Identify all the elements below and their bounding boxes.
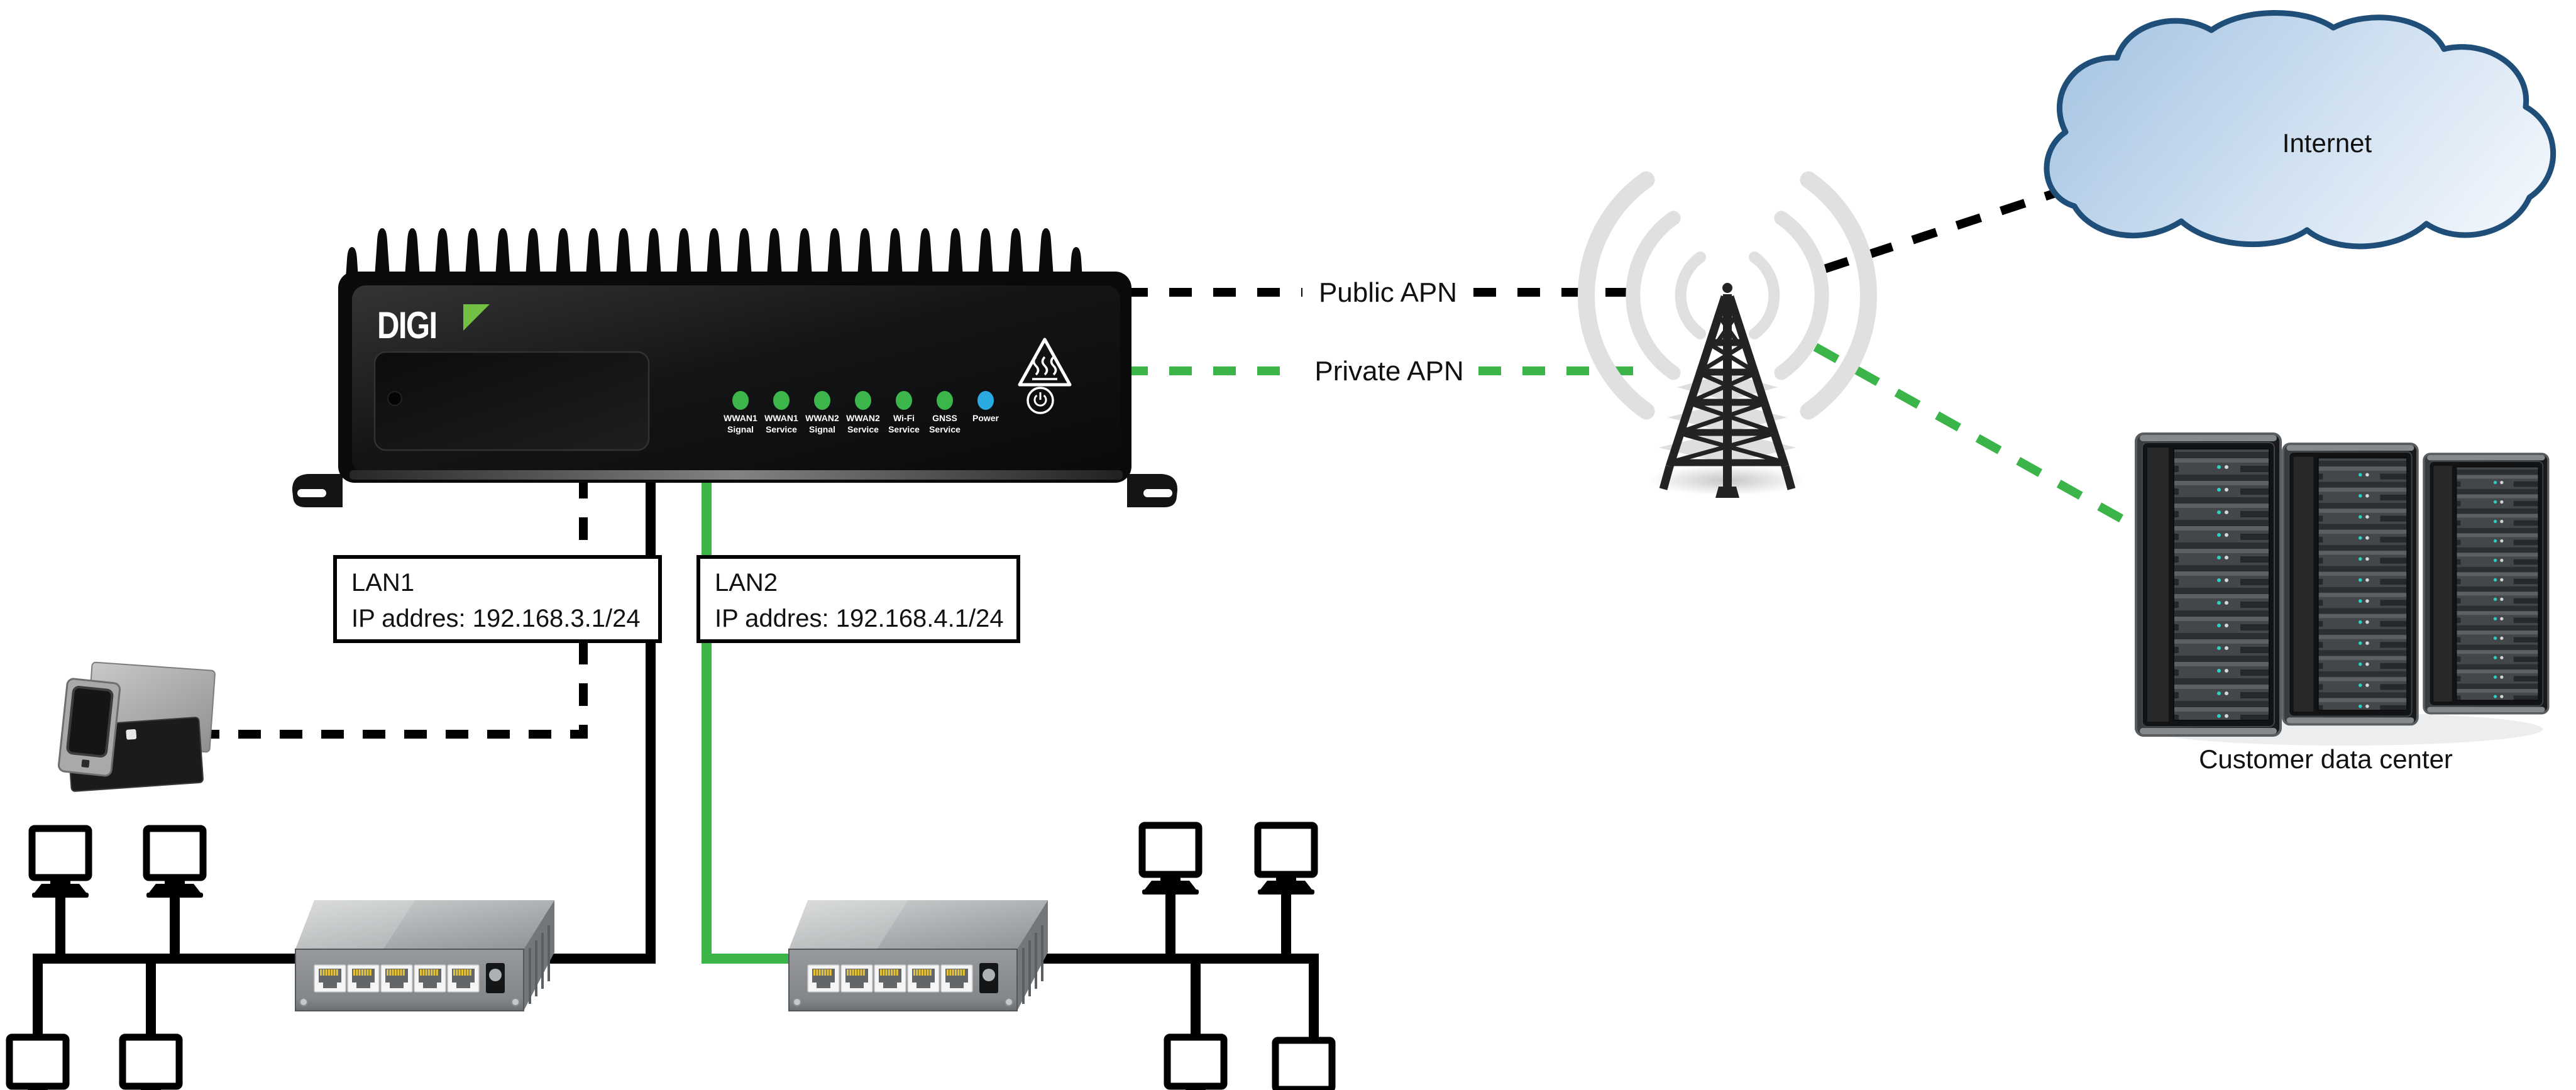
workstation-lan1-4 — [123, 1037, 179, 1090]
digi-logo: DIGI — [377, 304, 490, 346]
led-power — [977, 391, 994, 410]
lan1-title: LAN1 — [351, 569, 414, 597]
card-reader-icon — [57, 661, 216, 792]
lan2-box: LAN2 IP addres: 192.168.4.1/24 — [696, 555, 1020, 643]
led-label: Service — [929, 424, 960, 434]
lan1-switch — [295, 900, 554, 1011]
led-wwan2-signal — [814, 391, 830, 410]
led-panel: WWAN1 Signal WWAN1 Service WWAN2 Signal … — [724, 391, 999, 434]
workstation-lan2-3 — [1167, 1037, 1224, 1090]
sim-door — [373, 351, 650, 451]
led-wwan2-service — [855, 391, 871, 410]
led-label: Service — [766, 424, 797, 434]
led-label: Power — [972, 413, 999, 423]
datacenter-label: Customer data center — [2199, 744, 2453, 774]
workstation-lan1-3 — [9, 1037, 66, 1090]
server-racks-icon — [2135, 432, 2550, 746]
radio-waves-icon — [1578, 171, 1877, 420]
lan1-box: LAN1 IP addres: 192.168.3.1/24 — [333, 555, 662, 643]
tower-datacenter-link — [1813, 343, 2147, 536]
led-label: Wi-Fi — [893, 413, 915, 423]
workstation-lan2-2 — [1258, 825, 1314, 895]
led-label: WWAN2 — [846, 413, 880, 423]
led-label: Service — [888, 424, 920, 434]
digi-logo-triangle-icon — [463, 304, 490, 331]
lan2-switch — [789, 900, 1048, 1011]
led-label: WWAN2 — [805, 413, 839, 423]
led-label: WWAN1 — [724, 413, 757, 423]
lan1-ip: IP addres: 192.168.3.1/24 — [351, 605, 641, 632]
lan2-wired-links — [1043, 895, 1319, 1047]
lan2-ip: IP addres: 192.168.4.1/24 — [715, 605, 1004, 632]
internet-label: Internet — [2282, 128, 2372, 158]
digi-logo-text: DIGI — [377, 304, 437, 346]
mounting-brackets — [292, 474, 1178, 507]
led-label: WWAN1 — [764, 413, 798, 423]
public-apn-label: Public APN — [1319, 277, 1457, 308]
workstation-lan2-4 — [1275, 1040, 1332, 1090]
private-apn-label: Private APN — [1314, 356, 1463, 387]
router-bottom-rim — [350, 470, 1123, 480]
led-wwan1-service — [773, 391, 790, 410]
power-button-icon — [1027, 387, 1054, 414]
led-wwan1-signal — [732, 391, 749, 410]
led-label: Signal — [809, 424, 835, 434]
led-label: Service — [847, 424, 879, 434]
lan2-title: LAN2 — [715, 569, 778, 597]
led-wifi-service — [896, 391, 912, 410]
workstation-lan2-1 — [1142, 825, 1199, 895]
workstation-lan1-1 — [32, 829, 89, 898]
hot-surface-icon — [1018, 338, 1072, 387]
workstation-lan1-2 — [146, 829, 203, 898]
led-gnss-service — [937, 391, 953, 410]
router: DIGI WWAN1 Signal WWAN1 S — [292, 228, 1178, 507]
led-label: GNSS — [932, 413, 957, 423]
led-label: Signal — [727, 424, 754, 434]
internet-cloud: Internet — [2044, 10, 2557, 250]
cell-tower-icon — [1658, 283, 1797, 498]
